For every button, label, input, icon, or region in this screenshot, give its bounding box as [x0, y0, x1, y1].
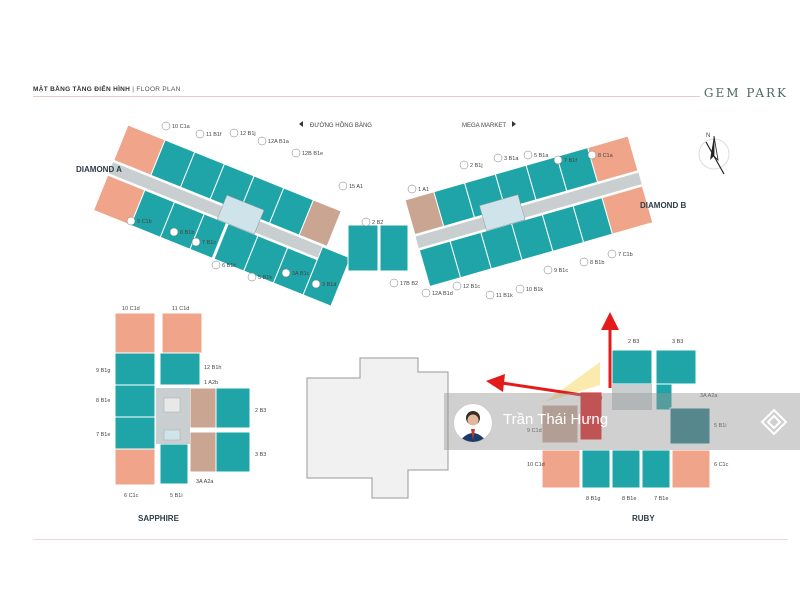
svg-text:17B B2: 17B B2	[400, 281, 418, 287]
sapphire-label: SAPPHIRE	[138, 514, 180, 523]
left-arrow-icon	[299, 121, 303, 127]
svg-text:5 B1k: 5 B1k	[258, 275, 272, 281]
header-divider	[33, 96, 700, 97]
sapphire-tag-texts: 10 C1d 11 C1d 9 B1g 8 B1e 7 B1e 12 B1h 1…	[96, 306, 266, 499]
diamond-b-block	[404, 135, 654, 288]
podium-outline	[306, 357, 449, 499]
svg-text:9 B1c: 9 B1c	[554, 268, 568, 274]
avatar	[453, 403, 493, 443]
svg-text:8 B1e: 8 B1e	[622, 496, 636, 502]
svg-text:8 B1e: 8 B1e	[96, 398, 110, 404]
header-title-en: FLOOR PLAN	[136, 86, 181, 93]
svg-text:3 B1d: 3 B1d	[322, 282, 336, 288]
svg-text:5 B1i: 5 B1i	[170, 493, 183, 499]
svg-text:3A A2a: 3A A2a	[196, 479, 214, 485]
svg-text:8 B1b: 8 B1b	[180, 230, 194, 236]
svg-text:10 C1a: 10 C1a	[172, 124, 191, 130]
connector-block	[347, 224, 409, 272]
svg-text:5 B1i: 5 B1i	[714, 423, 727, 429]
svg-text:7 B1f: 7 B1f	[564, 158, 577, 164]
svg-text:12A B1d: 12A B1d	[432, 291, 453, 297]
watermark-bar	[444, 393, 800, 450]
svg-text:12 B1j: 12 B1j	[240, 131, 256, 137]
svg-text:11 C1d: 11 C1d	[172, 306, 189, 312]
ruby-block	[541, 349, 711, 489]
compass-icon: N	[698, 133, 730, 175]
floor-plan-header: MẶT BẰNG TẦNG ĐIỂN HÌNH | FLOOR PLAN	[33, 86, 181, 93]
ruby-label: RUBY	[632, 514, 655, 523]
unit-tag-texts: 10 C1a 11 B1f 12 B1j 12A B1a 12B B1e 15 …	[137, 124, 633, 299]
watermark-name: Trần Thái Hưng	[503, 411, 609, 428]
diamond-a-label: DIAMOND A	[76, 165, 122, 174]
svg-text:6 C1c: 6 C1c	[714, 462, 729, 468]
direction-market: MEGA MARKET	[462, 123, 506, 129]
brand-logo: GEM PARK	[703, 86, 788, 100]
svg-text:3 B3: 3 B3	[672, 339, 683, 345]
svg-text:2 B3: 2 B3	[628, 339, 639, 345]
unit-tags-diamond	[126, 121, 617, 300]
svg-text:6 B1k: 6 B1k	[222, 263, 236, 269]
svg-text:7 B1c: 7 B1c	[202, 240, 216, 246]
svg-text:1 A1: 1 A1	[418, 187, 429, 193]
svg-text:12 B1h: 12 B1h	[204, 365, 221, 371]
svg-text:10 C1d: 10 C1d	[122, 306, 140, 312]
svg-text:9 B1g: 9 B1g	[96, 368, 110, 374]
svg-text:8 C1a: 8 C1a	[598, 153, 614, 159]
right-arrow-icon	[512, 121, 516, 127]
svg-text:12A B1a: 12A B1a	[268, 139, 290, 145]
ruby-tag-texts: 2 B3 3 B3 3A A2a 5 B1i 10 C1d 9 C1d 6 C1…	[527, 339, 729, 502]
svg-text:8 B1b: 8 B1b	[590, 260, 604, 266]
view-arrow-left-icon	[486, 374, 603, 400]
diamond-b-label: DIAMOND B	[640, 201, 686, 210]
svg-text:6 C1c: 6 C1c	[124, 493, 139, 499]
svg-text:2 B1j: 2 B1j	[470, 163, 483, 169]
svg-text:11 B1k: 11 B1k	[496, 293, 513, 299]
footer-divider	[33, 539, 788, 540]
diamond-a-block	[92, 124, 352, 307]
svg-text:3 B3: 3 B3	[255, 452, 266, 458]
sapphire-block	[114, 312, 251, 486]
svg-text:2 B3: 2 B3	[255, 408, 266, 414]
svg-text:3 B1a: 3 B1a	[504, 156, 519, 162]
svg-text:7 C1b: 7 C1b	[618, 252, 633, 258]
svg-text:5 B1a: 5 B1a	[534, 153, 549, 159]
svg-text:3A A2a: 3A A2a	[700, 393, 718, 399]
svg-text:1 A2b: 1 A2b	[204, 380, 218, 386]
svg-text:12B B1e: 12B B1e	[302, 151, 323, 157]
svg-text:2 B2: 2 B2	[372, 220, 383, 226]
header-separator: |	[132, 86, 135, 93]
svg-text:9 C1d: 9 C1d	[527, 428, 542, 434]
svg-text:3A B1c: 3A B1c	[292, 271, 310, 277]
svg-text:12 B1c: 12 B1c	[463, 284, 480, 290]
view-arrow-up-icon	[601, 312, 619, 388]
svg-text:10 B1k: 10 B1k	[526, 287, 543, 293]
svg-text:9 C1b: 9 C1b	[137, 219, 152, 225]
svg-text:N: N	[706, 133, 710, 139]
svg-text:7 B1e: 7 B1e	[654, 496, 668, 502]
svg-text:11 B1f: 11 B1f	[206, 132, 222, 138]
svg-text:10 C1d: 10 C1d	[527, 462, 545, 468]
header-title-vi: MẶT BẰNG TẦNG ĐIỂN HÌNH	[33, 86, 131, 93]
watermark-logo-icon	[760, 408, 788, 441]
svg-text:7 B1e: 7 B1e	[96, 432, 110, 438]
direction-road: ĐƯỜNG HỒNG BÀNG	[310, 122, 372, 129]
svg-text:15 A1: 15 A1	[349, 184, 363, 190]
svg-text:8 B1g: 8 B1g	[586, 496, 600, 502]
